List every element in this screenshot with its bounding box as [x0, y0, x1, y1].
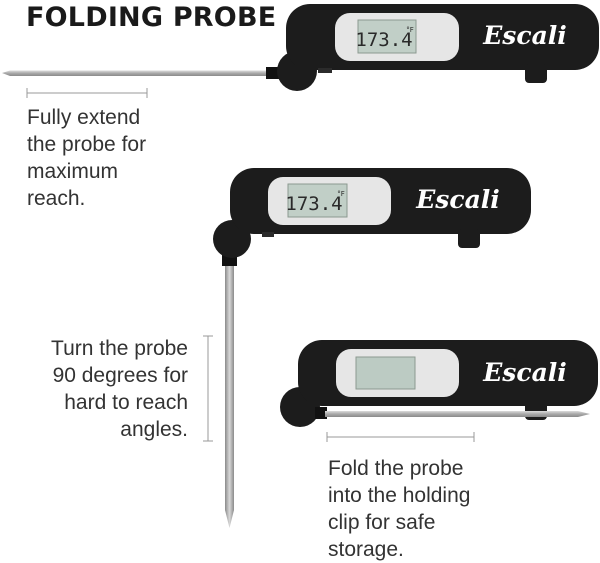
- thermometer-turned: 173.4 °F Escali: [213, 168, 531, 528]
- caption-line: Fold the probe: [328, 457, 464, 480]
- clip-slot: [262, 232, 274, 237]
- lcd-unit: °F: [406, 26, 414, 34]
- caption-turn: Turn the probe 90 degrees for hard to re…: [20, 335, 188, 443]
- probe-collar: [266, 67, 280, 79]
- caption-line: angles.: [120, 418, 188, 441]
- caption-line: storage.: [328, 538, 404, 561]
- caption-fold: Fold the probe into the holding clip for…: [328, 455, 470, 563]
- caption-line: into the holding: [328, 484, 471, 507]
- brand-logo: Escali: [482, 21, 567, 50]
- caption-line: reach.: [27, 187, 86, 210]
- lcd-screen: [355, 356, 416, 390]
- caption-line: hard to reach: [64, 391, 188, 414]
- page-title: FOLDING PROBE: [26, 2, 277, 33]
- lcd-screen: [357, 19, 417, 54]
- caption-line: Turn the probe: [51, 337, 188, 360]
- probe-rod: [225, 262, 234, 528]
- foot: [525, 64, 547, 83]
- caption-guide-fold: [326, 432, 475, 442]
- caption-guide-extend: [26, 88, 148, 98]
- brand-logo: Escali: [415, 185, 500, 214]
- probe-rod: [2, 70, 270, 76]
- foot: [458, 229, 480, 248]
- caption-line: maximum: [27, 160, 119, 183]
- caption-line: 90 degrees for: [52, 364, 188, 387]
- caption-guide-turn: [203, 335, 213, 442]
- probe-rod: [325, 411, 590, 417]
- brand-logo: Escali: [482, 358, 567, 387]
- lcd-screen: [287, 183, 348, 218]
- caption-extend: Fully extend the probe for maximum reach…: [27, 104, 146, 212]
- lcd-reading: 173.4: [355, 29, 412, 51]
- thermometer-folded: Escali: [280, 340, 598, 427]
- thermometer-extended: 173.4 °F Escali: [2, 4, 599, 91]
- lcd-reading: 173.4: [285, 193, 342, 215]
- lcd-unit: °F: [337, 190, 345, 198]
- clip-slot: [318, 68, 332, 73]
- caption-line: Fully extend: [27, 106, 141, 129]
- caption-line: clip for safe: [328, 511, 436, 534]
- caption-line: the probe for: [27, 133, 147, 156]
- probe-collar: [315, 407, 327, 419]
